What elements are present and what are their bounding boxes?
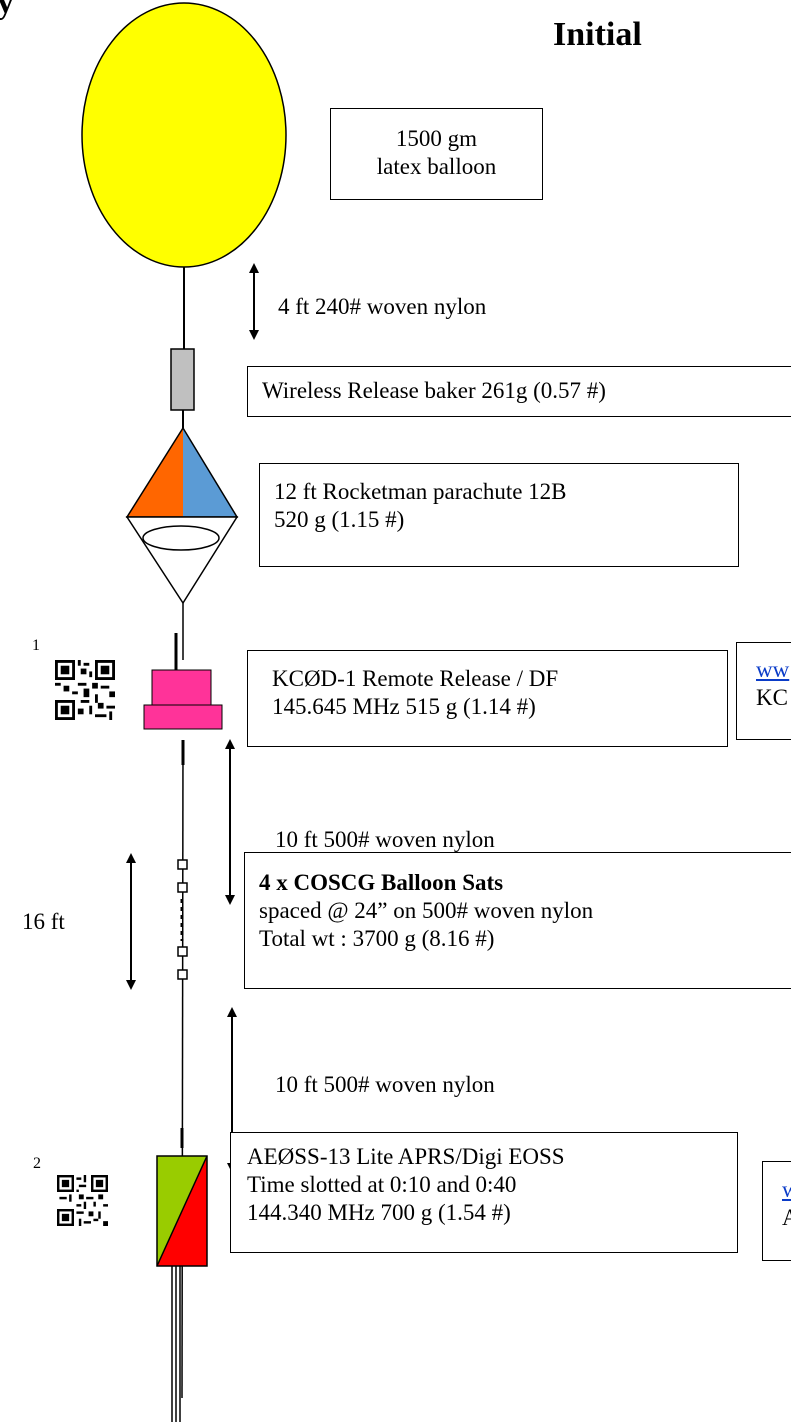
wireless-release-shape [170, 348, 195, 411]
aeoss-label-box: AEØSS-13 Lite APRS/Digi EOSS Time slotte… [230, 1132, 738, 1253]
parachute-label-line: 520 g (1.15 #) [274, 507, 405, 532]
aeoss-label-line: AEØSS-13 Lite APRS/Digi EOSS [247, 1144, 565, 1169]
kc0d-label-line: KCØD-1 Remote Release / DF [272, 666, 559, 691]
aeoss-outline [156, 1155, 208, 1267]
tether-line [181, 739, 184, 1399]
aeoss-label-line: 144.340 MHz 700 g (1.54 #) [247, 1200, 511, 1225]
sats-label-box: 4 x COSCG Balloon Sats spaced @ 24” on 5… [244, 852, 791, 989]
parachute-label-line: 12 ft Rocketman parachute 12B [274, 479, 567, 504]
sats-length-label: 16 ft [22, 909, 65, 934]
balloon-label-line: latex balloon [376, 154, 497, 179]
kc0d-label-line: 145.645 MHz 515 g (1.14 #) [272, 694, 536, 719]
sats-label-title: 4 x COSCG Balloon Sats [259, 870, 504, 895]
parachute-label-box: 12 ft Rocketman parachute 12B 520 g (1.1… [259, 463, 739, 567]
qr-number: 2 [33, 1155, 41, 1172]
aeoss-diagonal [156, 1155, 208, 1267]
sats-label-line: Total wt : 3700 g (8.16 #) [259, 926, 495, 951]
aeoss-link[interactable]: w [782, 1177, 791, 1202]
qr-code-icon [55, 660, 115, 720]
line-label: 10 ft 500# woven nylon [275, 1072, 495, 1097]
balloon-label-line: 1500 gm [395, 126, 478, 151]
kc0d-side-box: ww KC [736, 642, 791, 740]
parachute-ring [142, 525, 220, 551]
balloon-shape [81, 2, 287, 268]
aeoss-label-line: Time slotted at 0:10 and 0:40 [247, 1172, 517, 1197]
kc0d-side-text: KC [756, 685, 788, 710]
line-label: 10 ft 500# woven nylon [275, 827, 495, 852]
balloon-sats-chain [177, 859, 188, 980]
balloon-label-box: 1500 gm latex balloon [330, 108, 543, 200]
release-label: Wireless Release baker 261g (0.57 #) [262, 378, 606, 403]
remote-release-base [143, 704, 223, 730]
qr-code-icon [57, 1175, 108, 1226]
kc0d-label-box: KCØD-1 Remote Release / DF 145.645 MHz 5… [247, 650, 728, 747]
aeoss-side-text: A [782, 1205, 791, 1230]
title-fragment: y [0, 0, 14, 21]
line-label: 4 ft 240# woven nylon [278, 294, 487, 319]
aeoss-side-box: w A [762, 1161, 791, 1261]
kc0d-link[interactable]: ww [756, 657, 790, 682]
remote-release-top [151, 669, 212, 706]
release-label-box: Wireless Release baker 261g (0.57 #) [247, 366, 791, 417]
page-title: Initial [553, 16, 642, 53]
qr-number: 1 [32, 637, 40, 654]
sats-label-line: spaced @ 24” on 500# woven nylon [259, 898, 594, 923]
